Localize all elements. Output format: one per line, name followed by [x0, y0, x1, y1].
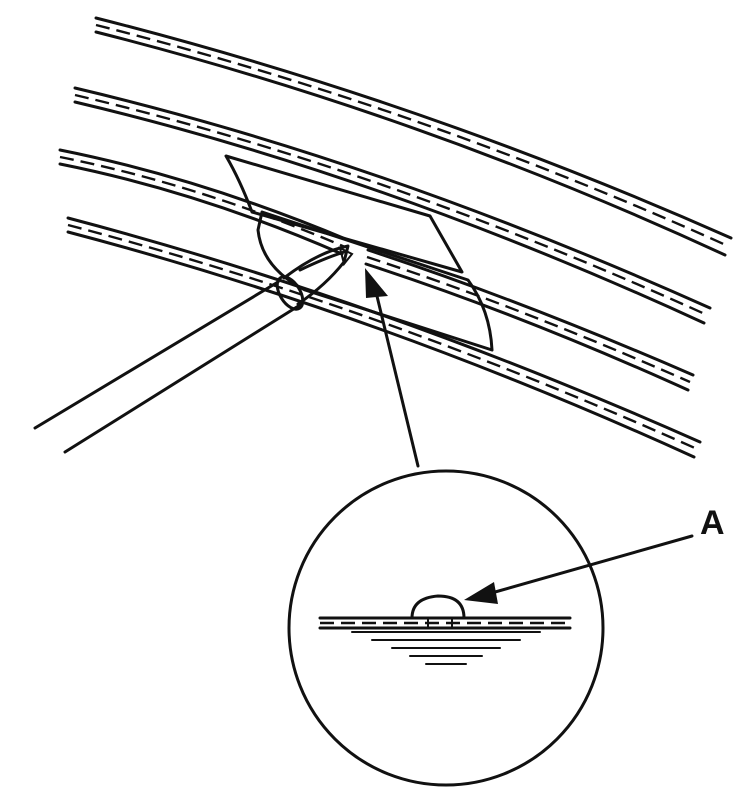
pointer-arrow-to-repair — [365, 268, 420, 468]
grid-line-1 — [94, 16, 733, 257]
masking-tape-upper — [224, 154, 464, 274]
grid-line-3-left — [58, 148, 350, 256]
grid-line-2 — [73, 86, 712, 325]
repair-pen — [33, 244, 354, 454]
masking-tape-lower — [256, 210, 494, 352]
magnified-detail-circle — [287, 469, 605, 787]
callout-a-arrow — [464, 534, 694, 604]
callout-label-a: A — [700, 504, 725, 542]
grid-line-3-right — [364, 248, 695, 392]
